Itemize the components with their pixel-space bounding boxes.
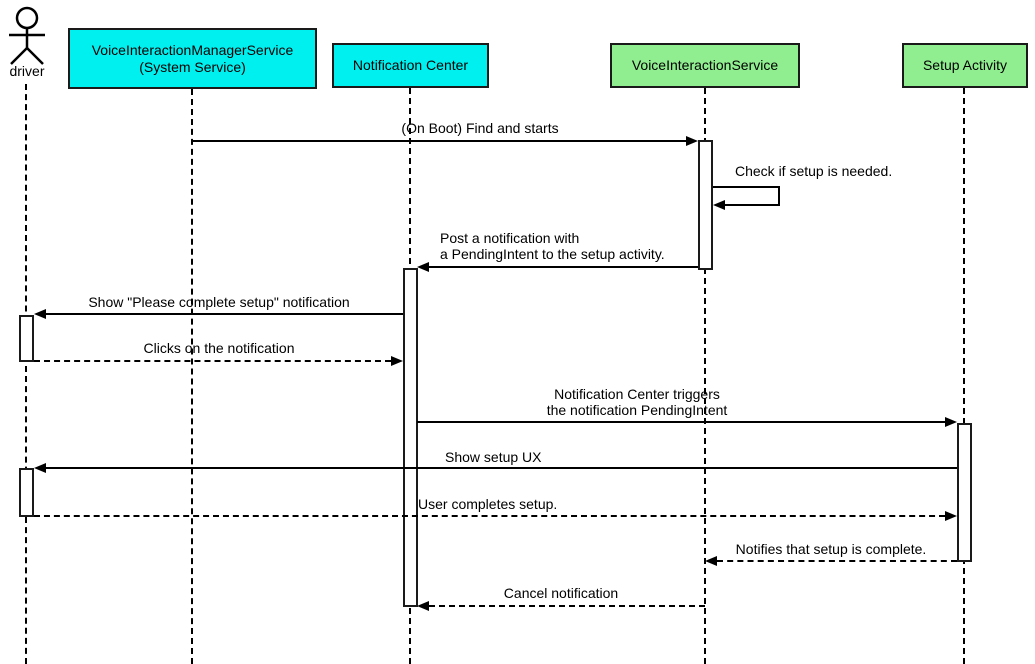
arrowhead-right-icon — [686, 136, 698, 146]
arrowhead-left-icon — [705, 556, 717, 566]
stick-figure-icon — [9, 6, 45, 65]
message-check-setup-line-top — [713, 186, 780, 188]
participant-setup-activity: Setup Activity — [902, 43, 1028, 88]
message-check-setup-line-right — [778, 186, 780, 206]
message-notify-complete-label: Notifies that setup is complete. — [735, 541, 927, 557]
arrowhead-left-icon — [417, 601, 429, 611]
message-cancel-notification-label: Cancel notification — [503, 585, 619, 601]
arrowhead-left-icon — [34, 309, 46, 319]
participant-manager-service-label-line2: (System Service) — [139, 58, 246, 75]
message-post-notification-label: Post a notification with a PendingIntent… — [440, 230, 665, 262]
message-show-notification-line — [46, 313, 403, 315]
lifeline-driver — [25, 84, 27, 664]
message-cancel-notification-line — [429, 605, 705, 607]
message-on-boot-line — [193, 140, 686, 142]
participant-voice-interaction-service: VoiceInteractionService — [610, 43, 800, 88]
lifeline-setup-activity — [963, 88, 965, 664]
participant-manager-service-label-line1: VoiceInteractionManagerService — [91, 41, 294, 58]
message-post-notification-label-line1: Post a notification with — [440, 230, 580, 246]
message-show-setup-ux-line — [46, 467, 957, 469]
message-on-boot-label: (On Boot) Find and starts — [401, 120, 559, 136]
message-notify-complete-line — [717, 560, 957, 562]
arrowhead-left-icon — [713, 200, 725, 210]
activation-driver-1 — [19, 315, 34, 362]
message-trigger-pendingintent-line — [417, 421, 945, 423]
activation-notification-center — [403, 268, 418, 607]
message-trigger-pendingintent-label: Notification Center triggers the notific… — [417, 386, 857, 418]
participant-notification-center-label: Notification Center — [352, 57, 469, 73]
arrowhead-right-icon — [945, 417, 957, 427]
lifeline-voice-interaction-service — [704, 88, 706, 664]
message-post-notification-label-line2: a PendingIntent to the setup activity. — [440, 246, 665, 262]
actor-driver-label: driver — [9, 63, 45, 79]
message-trigger-pendingintent-label-line1: Notification Center triggers — [554, 386, 720, 402]
message-post-notification-line — [429, 266, 698, 268]
arrowhead-right-icon — [945, 511, 957, 521]
message-check-setup-label: Check if setup is needed. — [735, 163, 893, 179]
message-show-notification-label: Show "Please complete setup" notificatio… — [88, 294, 350, 310]
participant-setup-activity-label: Setup Activity — [922, 57, 1008, 73]
participant-voice-interaction-service-label: VoiceInteractionService — [631, 57, 779, 73]
message-show-setup-ux-label: Show setup UX — [445, 449, 542, 465]
lifeline-manager-service — [191, 89, 193, 664]
activation-setup-activity — [957, 423, 972, 562]
participant-manager-service: VoiceInteractionManagerService (System S… — [68, 28, 317, 89]
message-complete-setup-line — [34, 515, 945, 517]
arrowhead-left-icon — [34, 463, 46, 473]
activation-driver-2 — [19, 468, 34, 517]
message-trigger-pendingintent-label-line2: the notification PendingIntent — [546, 402, 728, 418]
participant-notification-center: Notification Center — [332, 43, 489, 88]
actor-driver: driver — [0, 0, 54, 82]
message-complete-setup-label: User completes setup. — [418, 496, 558, 512]
message-click-notification-line — [34, 360, 391, 362]
message-click-notification-label: Clicks on the notification — [143, 340, 295, 356]
arrowhead-right-icon — [391, 356, 403, 366]
message-check-setup-line-bottom — [725, 204, 778, 206]
arrowhead-left-icon — [417, 262, 429, 272]
activation-voice-interaction-service — [698, 140, 713, 270]
